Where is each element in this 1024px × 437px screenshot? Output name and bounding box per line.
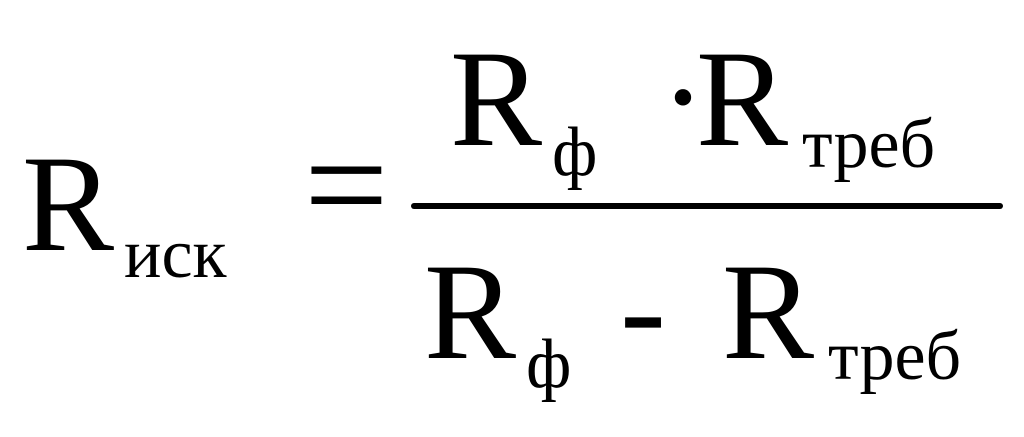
numerator-term1-subscript: ф bbox=[552, 114, 598, 191]
denominator-term2-symbol: R bbox=[722, 235, 815, 388]
denominator-term2-subscript: треб bbox=[828, 318, 962, 395]
lhs-subscript: иск bbox=[124, 216, 227, 293]
equals-sign: = bbox=[304, 102, 389, 268]
denominator-term1-symbol: R bbox=[424, 235, 517, 388]
fraction-bar bbox=[411, 203, 1003, 209]
denominator-minus-operator: - bbox=[620, 232, 666, 385]
numerator-term1-symbol: R bbox=[450, 22, 543, 175]
numerator-multiply-operator: · bbox=[660, 20, 706, 173]
denominator-term1-subscript: ф bbox=[526, 326, 572, 403]
lhs-symbol: R bbox=[22, 127, 115, 280]
numerator-term2-symbol: R bbox=[696, 22, 789, 175]
numerator-term2-subscript: треб bbox=[802, 106, 936, 183]
